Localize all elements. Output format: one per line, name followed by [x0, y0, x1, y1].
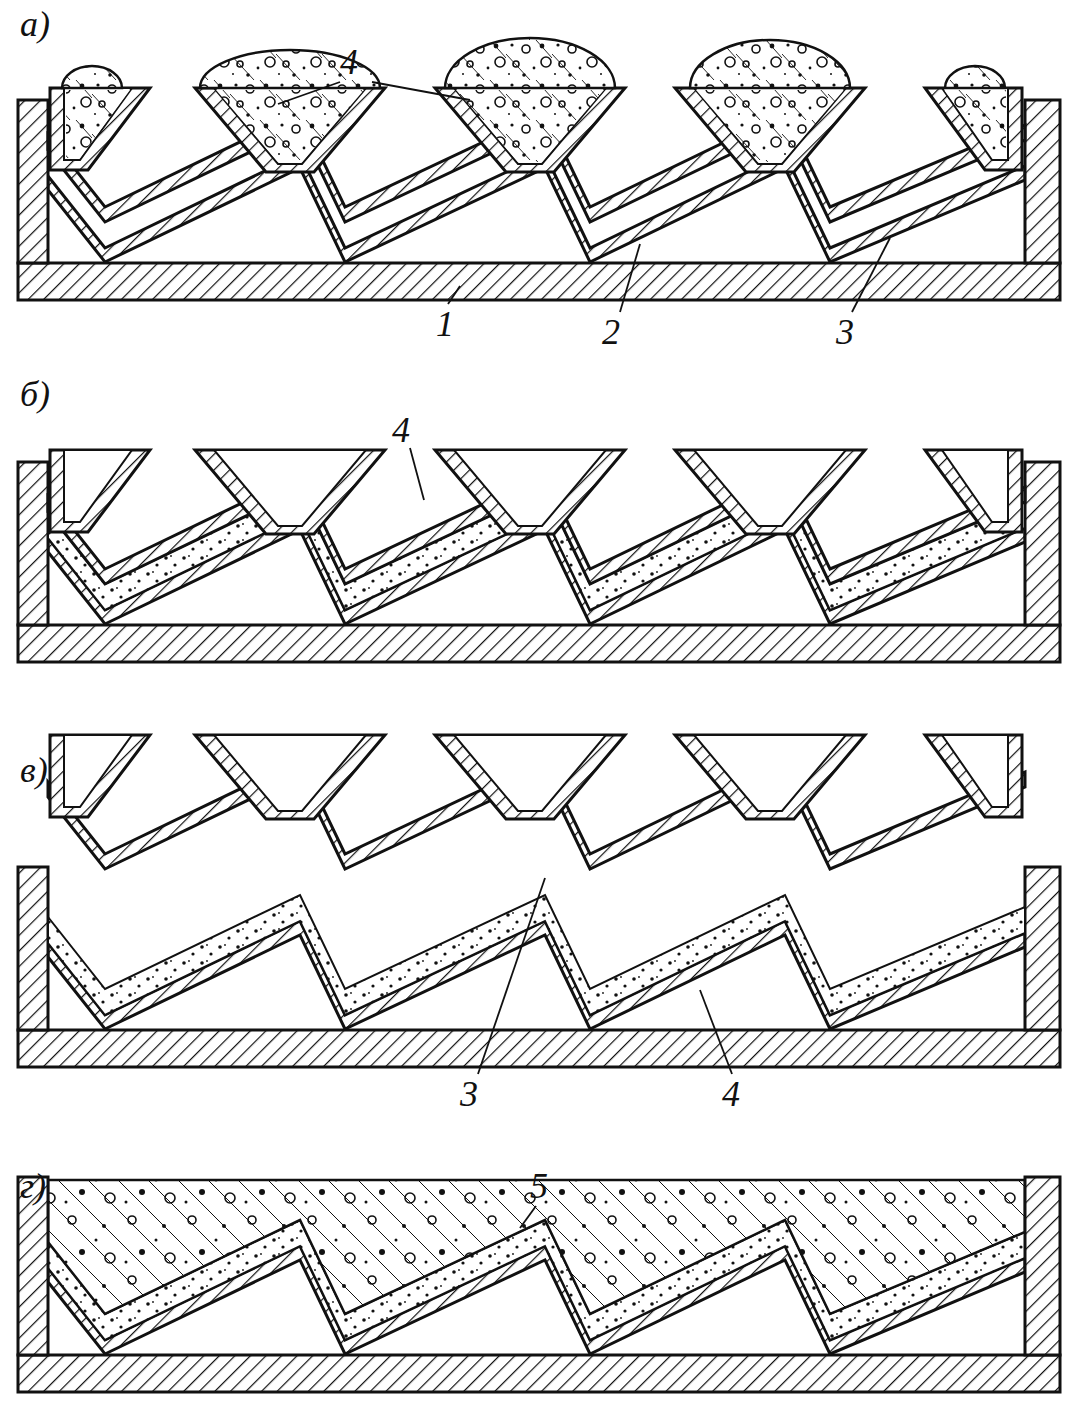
callout-number: 2 [602, 314, 620, 350]
callout-number: 4 [392, 412, 410, 448]
leader-lines [278, 82, 890, 1228]
panel-letter: а) [20, 6, 50, 42]
panel-letter: б) [20, 376, 50, 412]
panel-letter: в) [20, 752, 48, 788]
callout-number: 1 [436, 306, 454, 342]
callout-number: 3 [836, 314, 854, 350]
callout-number: 5 [530, 1168, 548, 1204]
callout-number: 3 [460, 1076, 478, 1112]
panel-letter: г) [20, 1168, 46, 1204]
callout-number: 4 [340, 44, 358, 80]
callout-number: 4 [722, 1076, 740, 1112]
